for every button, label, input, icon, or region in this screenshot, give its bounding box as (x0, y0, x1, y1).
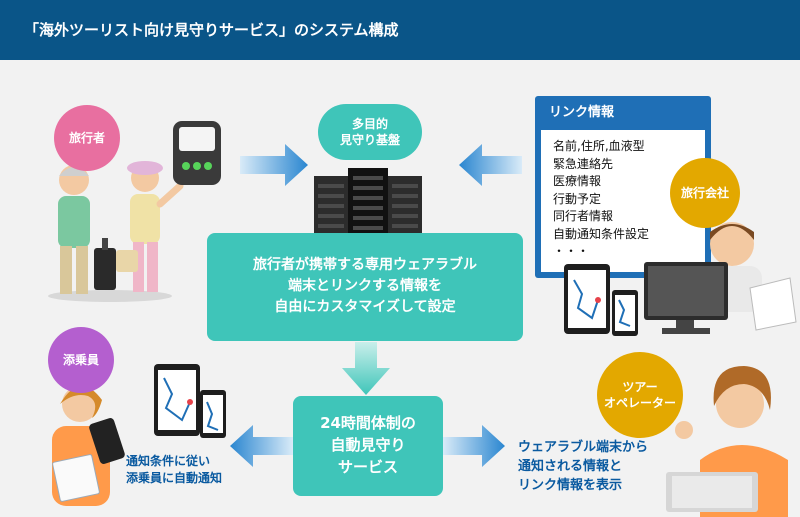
link-info-title: リンク情報 (549, 105, 615, 120)
agency-circle: 旅行会社 (670, 158, 740, 228)
conductor-label: 添乗員 (62, 352, 99, 367)
link-info-item: 同行者情報 (553, 209, 614, 223)
arrow-traveler-to-platform (240, 144, 308, 186)
conductor-circle: 添乗員 (48, 327, 114, 393)
operator-circle: ツアー オペレーター (597, 352, 683, 438)
agency-staff-illustration (644, 222, 797, 334)
link-info-item: 名前,住所,血液型 (553, 139, 645, 153)
arrow-service-to-operator (443, 425, 505, 467)
service-box: 24時間体制の 自動見守り サービス (293, 396, 443, 496)
link-info-item: 緊急連絡先 (553, 156, 614, 171)
arrow-customize-to-service (342, 342, 390, 395)
operator-caption-line1: ウェアラブル端末から (518, 440, 649, 455)
operator-caption-line3: リンク情報を表示 (518, 478, 623, 493)
service-line3: サービス (337, 458, 398, 476)
operator-caption-line2: 通知される情報と (518, 459, 623, 474)
platform-circle: 多目的 見守り基盤 (318, 104, 422, 160)
operator-caption: ウェアラブル端末から 通知される情報と リンク情報を表示 (518, 438, 678, 495)
traveler-label: 旅行者 (68, 130, 105, 145)
link-info-item: 医療情報 (553, 174, 602, 188)
conductor-caption: 通知条件に従い 添乗員に自動通知 (126, 453, 266, 488)
conductor-tablet-phone-icon (154, 364, 226, 438)
wearable-device-icon (173, 121, 221, 185)
customize-info-box: 旅行者が携帯する専用ウェアラブル 端末とリンクする情報を 自由にカスタマイズして… (207, 233, 523, 341)
conductor-caption-line1: 通知条件に従い (126, 454, 211, 468)
service-line1: 24時間体制の (320, 414, 416, 432)
customize-line3: 自由にカスタマイズして設定 (274, 299, 456, 315)
traveler-couple-illustration (48, 161, 184, 302)
service-line2: 自動見守り (330, 436, 406, 454)
arrow-service-to-conductor (230, 425, 293, 467)
link-info-item: 行動予定 (553, 191, 602, 206)
customize-line2: 端末とリンクする情報を (288, 278, 442, 294)
platform-label-line2: 見守り基盤 (339, 133, 400, 147)
link-info-item: 自動通知条件設定 (553, 226, 650, 241)
link-info-item: ・・・ (553, 244, 590, 258)
agency-tablet-phone-icon (564, 264, 638, 336)
operator-label-line2: オペレーター (603, 396, 676, 410)
conductor-caption-line2: 添乗員に自動通知 (126, 471, 223, 486)
agency-label: 旅行会社 (680, 185, 729, 200)
arrow-agency-to-platform (459, 144, 522, 186)
page-title: 「海外ツーリスト向け見守りサービス」のシステム構成 (0, 0, 800, 60)
customize-line1: 旅行者が携帯する専用ウェアラブル (253, 257, 477, 273)
platform-label-line1: 多目的 (351, 116, 388, 131)
conductor-illustration (52, 385, 125, 506)
traveler-circle: 旅行者 (54, 105, 120, 171)
operator-illustration (666, 366, 788, 517)
operator-label-line1: ツアー (622, 379, 658, 394)
